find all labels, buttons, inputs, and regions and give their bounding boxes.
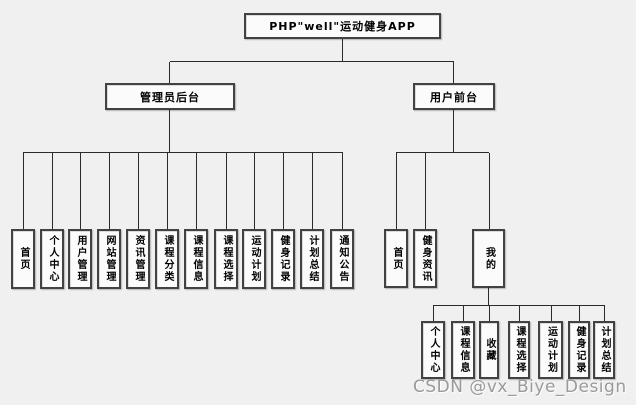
tree-node: 课程分类 [155, 229, 179, 289]
tree-node-label: 课程选择 [221, 235, 232, 283]
tree-node-label: 收藏 [484, 338, 495, 362]
tree-node: 资讯管理 [126, 229, 150, 289]
connector-line [169, 110, 170, 152]
connector-line [23, 153, 24, 229]
tree-node-label: 健身记录 [278, 235, 289, 283]
connector-line [226, 153, 227, 229]
tree-node: 用户管理 [68, 229, 92, 289]
connector-line [80, 153, 81, 229]
connector-line [579, 306, 580, 321]
tree-node-label: 课程信息 [191, 235, 202, 283]
tree-node: 个人中心 [421, 321, 445, 379]
tree-node: 课程信息 [451, 321, 475, 379]
connector-line [463, 306, 464, 321]
tree-node: 计划总结 [593, 321, 615, 379]
connector-line [433, 305, 605, 306]
tree-node-label: 课程信息 [458, 326, 469, 374]
connector-line [425, 153, 426, 229]
tree-node: 健身资讯 [413, 229, 437, 288]
connector-line [489, 153, 490, 229]
connector-line [254, 153, 255, 229]
tree-node: 通知公告 [330, 229, 354, 289]
tree-node-label: 健身记录 [574, 326, 585, 374]
connector-line [23, 152, 343, 153]
connector-line [312, 153, 313, 229]
connector-line [283, 153, 284, 229]
connector-line [453, 110, 454, 152]
admin-branch-node: 管理员后台 [105, 83, 235, 110]
user-branch-label: 用户前台 [430, 90, 478, 104]
tree-node: 运动计划 [242, 229, 266, 289]
connector-line [551, 306, 552, 321]
tree-node-label: 课程选择 [514, 326, 525, 374]
connector-line [342, 39, 343, 62]
tree-node: 首页 [11, 229, 35, 289]
tree-node-label: 资讯管理 [133, 235, 144, 283]
connector-line [170, 61, 454, 62]
connector-line [196, 153, 197, 229]
tree-node-label: 课程分类 [162, 235, 173, 283]
tree-node-label: 健身资讯 [420, 234, 431, 283]
tree-node: 健身记录 [568, 321, 590, 379]
connector-line [109, 153, 110, 229]
tree-node: 首页 [384, 229, 408, 288]
tree-node: 课程选择 [508, 321, 530, 379]
connector-line [52, 153, 53, 229]
connector-line [342, 153, 343, 229]
tree-node-label: 运动计划 [545, 326, 557, 374]
connector-line [138, 153, 139, 229]
tree-node: 课程选择 [214, 229, 238, 289]
tree-node: 计划总结 [300, 229, 324, 289]
tree-node-label: 运动计划 [249, 235, 260, 283]
tree-node: 收藏 [479, 321, 499, 379]
connector-line [488, 287, 489, 305]
tree-node: 网站管理 [97, 229, 121, 289]
tree-node-label: 个人中心 [47, 235, 58, 283]
tree-node-label: 我的 [483, 246, 495, 271]
admin-branch-label: 管理员后台 [140, 90, 200, 104]
connector-line [396, 152, 489, 153]
tree-node-label: 用户管理 [75, 235, 86, 283]
connector-line [453, 62, 454, 83]
tree-node-label: 计划总结 [307, 235, 318, 283]
tree-node: 我的 [472, 229, 505, 288]
connector-line [604, 306, 605, 321]
root-node: PHP"well"运动健身APP [244, 13, 441, 39]
tree-node-label: 通知公告 [337, 235, 348, 283]
watermark: CSDN @vx_Biye_Design [413, 377, 627, 397]
root-node-label: PHP"well"运动健身APP [269, 20, 416, 33]
connector-line [167, 153, 168, 229]
tree-node-label: 网站管理 [104, 235, 115, 283]
connector-line [433, 306, 434, 321]
tree-node-label: 个人中心 [428, 326, 439, 374]
tree-node: 个人中心 [40, 229, 64, 289]
user-branch-node: 用户前台 [413, 83, 495, 110]
tree-node-label: 计划总结 [599, 326, 610, 374]
tree-node: 课程信息 [184, 229, 208, 289]
connector-line [489, 306, 490, 321]
tree-node: 健身记录 [271, 229, 295, 289]
tree-node-label: 首页 [18, 247, 29, 271]
connector-line [396, 153, 397, 229]
tree-node: 运动计划 [538, 321, 563, 379]
connector-line [169, 62, 170, 83]
tree-node-label: 首页 [391, 246, 402, 271]
connector-line [519, 306, 520, 321]
